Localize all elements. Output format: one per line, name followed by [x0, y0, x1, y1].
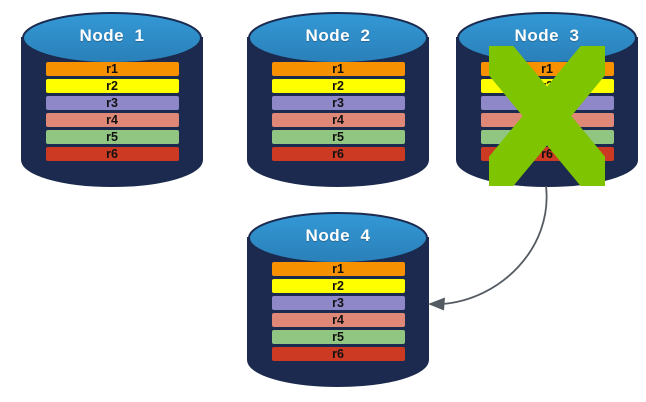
row-r5: r5	[271, 130, 405, 144]
cylinder-top-cap	[248, 12, 428, 64]
row-r4: r4	[45, 113, 179, 127]
row-r4: r4	[480, 113, 614, 127]
row-r2: r2	[271, 279, 405, 293]
cylinder-top-cap	[457, 12, 637, 64]
cylinder-top-cap	[248, 212, 428, 264]
row-r5: r5	[480, 130, 614, 144]
row-r3: r3	[45, 96, 179, 110]
row-r3: r3	[480, 96, 614, 110]
cylinder-top-cap	[22, 12, 202, 64]
row-r6: r6	[45, 147, 179, 161]
row-r2: r2	[271, 79, 405, 93]
row-r1: r1	[45, 62, 179, 76]
row-r2: r2	[480, 79, 614, 93]
arrow-curve	[441, 185, 548, 305]
node-4-rows: r1 r2 r3 r4 r5 r6	[248, 262, 428, 361]
row-r1: r1	[271, 62, 405, 76]
row-r5: r5	[45, 130, 179, 144]
row-r6: r6	[480, 147, 614, 161]
row-r4: r4	[271, 313, 405, 327]
row-r6: r6	[271, 347, 405, 361]
row-r6: r6	[271, 147, 405, 161]
row-r5: r5	[271, 330, 405, 344]
row-r1: r1	[480, 62, 614, 76]
row-r2: r2	[45, 79, 179, 93]
node-1-rows: r1 r2 r3 r4 r5 r6	[22, 62, 202, 161]
row-r4: r4	[271, 113, 405, 127]
node-3-rows: r1 r2 r3 r4 r5 r6	[457, 62, 637, 161]
row-r3: r3	[271, 296, 405, 310]
node-2-rows: r1 r2 r3 r4 r5 r6	[248, 62, 428, 161]
row-r1: r1	[271, 262, 405, 276]
arrow-head-icon	[428, 297, 445, 311]
row-r3: r3	[271, 96, 405, 110]
